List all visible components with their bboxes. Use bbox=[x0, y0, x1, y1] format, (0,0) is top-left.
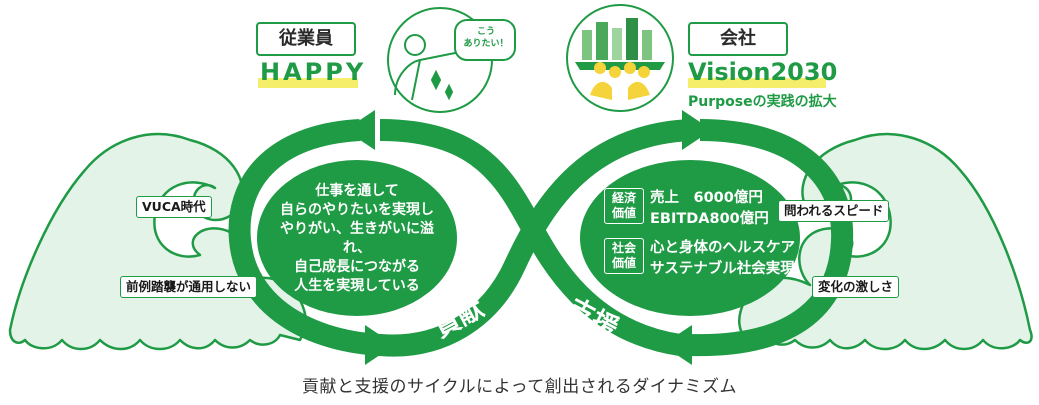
employee-oval bbox=[257, 160, 457, 316]
wave-label-change: 変化の激しさ bbox=[812, 276, 900, 298]
arrowhead-bottom-right bbox=[662, 325, 692, 365]
employee-oval-text: 仕事を通して 自らのやりたいを実現し やりがい、生きがいに溢れ、 自己成長につな… bbox=[267, 182, 447, 296]
economic-line: 売上 6000億円 bbox=[650, 190, 763, 206]
company-illustration bbox=[566, 4, 674, 112]
arrowhead-bottom-left bbox=[365, 325, 395, 365]
speech-bubble-text: こう ありたい！ bbox=[463, 27, 509, 49]
company-subheadline: Purposeの実践の拡大 bbox=[688, 94, 837, 110]
social-line: 心と身体のヘルスケア bbox=[650, 240, 795, 256]
social-value-badge: 社会 価値 bbox=[604, 238, 644, 274]
wave-label-vuca: VUCA時代 bbox=[136, 196, 212, 218]
vision-highlight bbox=[688, 78, 826, 88]
arrowhead-top-right bbox=[682, 110, 712, 150]
employee-headline: HAPPY bbox=[260, 58, 367, 86]
employee-tag: 従業員 bbox=[256, 22, 356, 56]
employee-illustration bbox=[387, 7, 516, 113]
economic-line: EBITDA800億円 bbox=[650, 211, 769, 227]
economic-value-badge: 経済 価値 bbox=[604, 188, 644, 224]
oval-line: 仕事を通して bbox=[315, 183, 399, 199]
company-oval bbox=[580, 160, 800, 316]
happy-highlight bbox=[258, 78, 358, 88]
oval-line: やりがい、生きがいに溢れ、 bbox=[280, 221, 434, 256]
wave-label-speed: 問われるスピード bbox=[778, 200, 890, 222]
oval-line: 自己成長につながる bbox=[294, 259, 420, 275]
arrowhead-top-left bbox=[345, 110, 375, 150]
wave-label-precedent: 前例踏襲が通用しない bbox=[120, 276, 258, 298]
diagram-caption: 貢献と支援のサイクルによって創出されるダイナミズム bbox=[302, 377, 737, 397]
oval-line: 人生を実現している bbox=[294, 278, 420, 294]
oval-line: 自らのやりたいを実現し bbox=[280, 202, 434, 218]
company-tag: 会社 bbox=[688, 22, 788, 56]
social-line: サステナブル社会実現 bbox=[650, 261, 795, 277]
company-headline: Vision2030 bbox=[688, 58, 838, 86]
